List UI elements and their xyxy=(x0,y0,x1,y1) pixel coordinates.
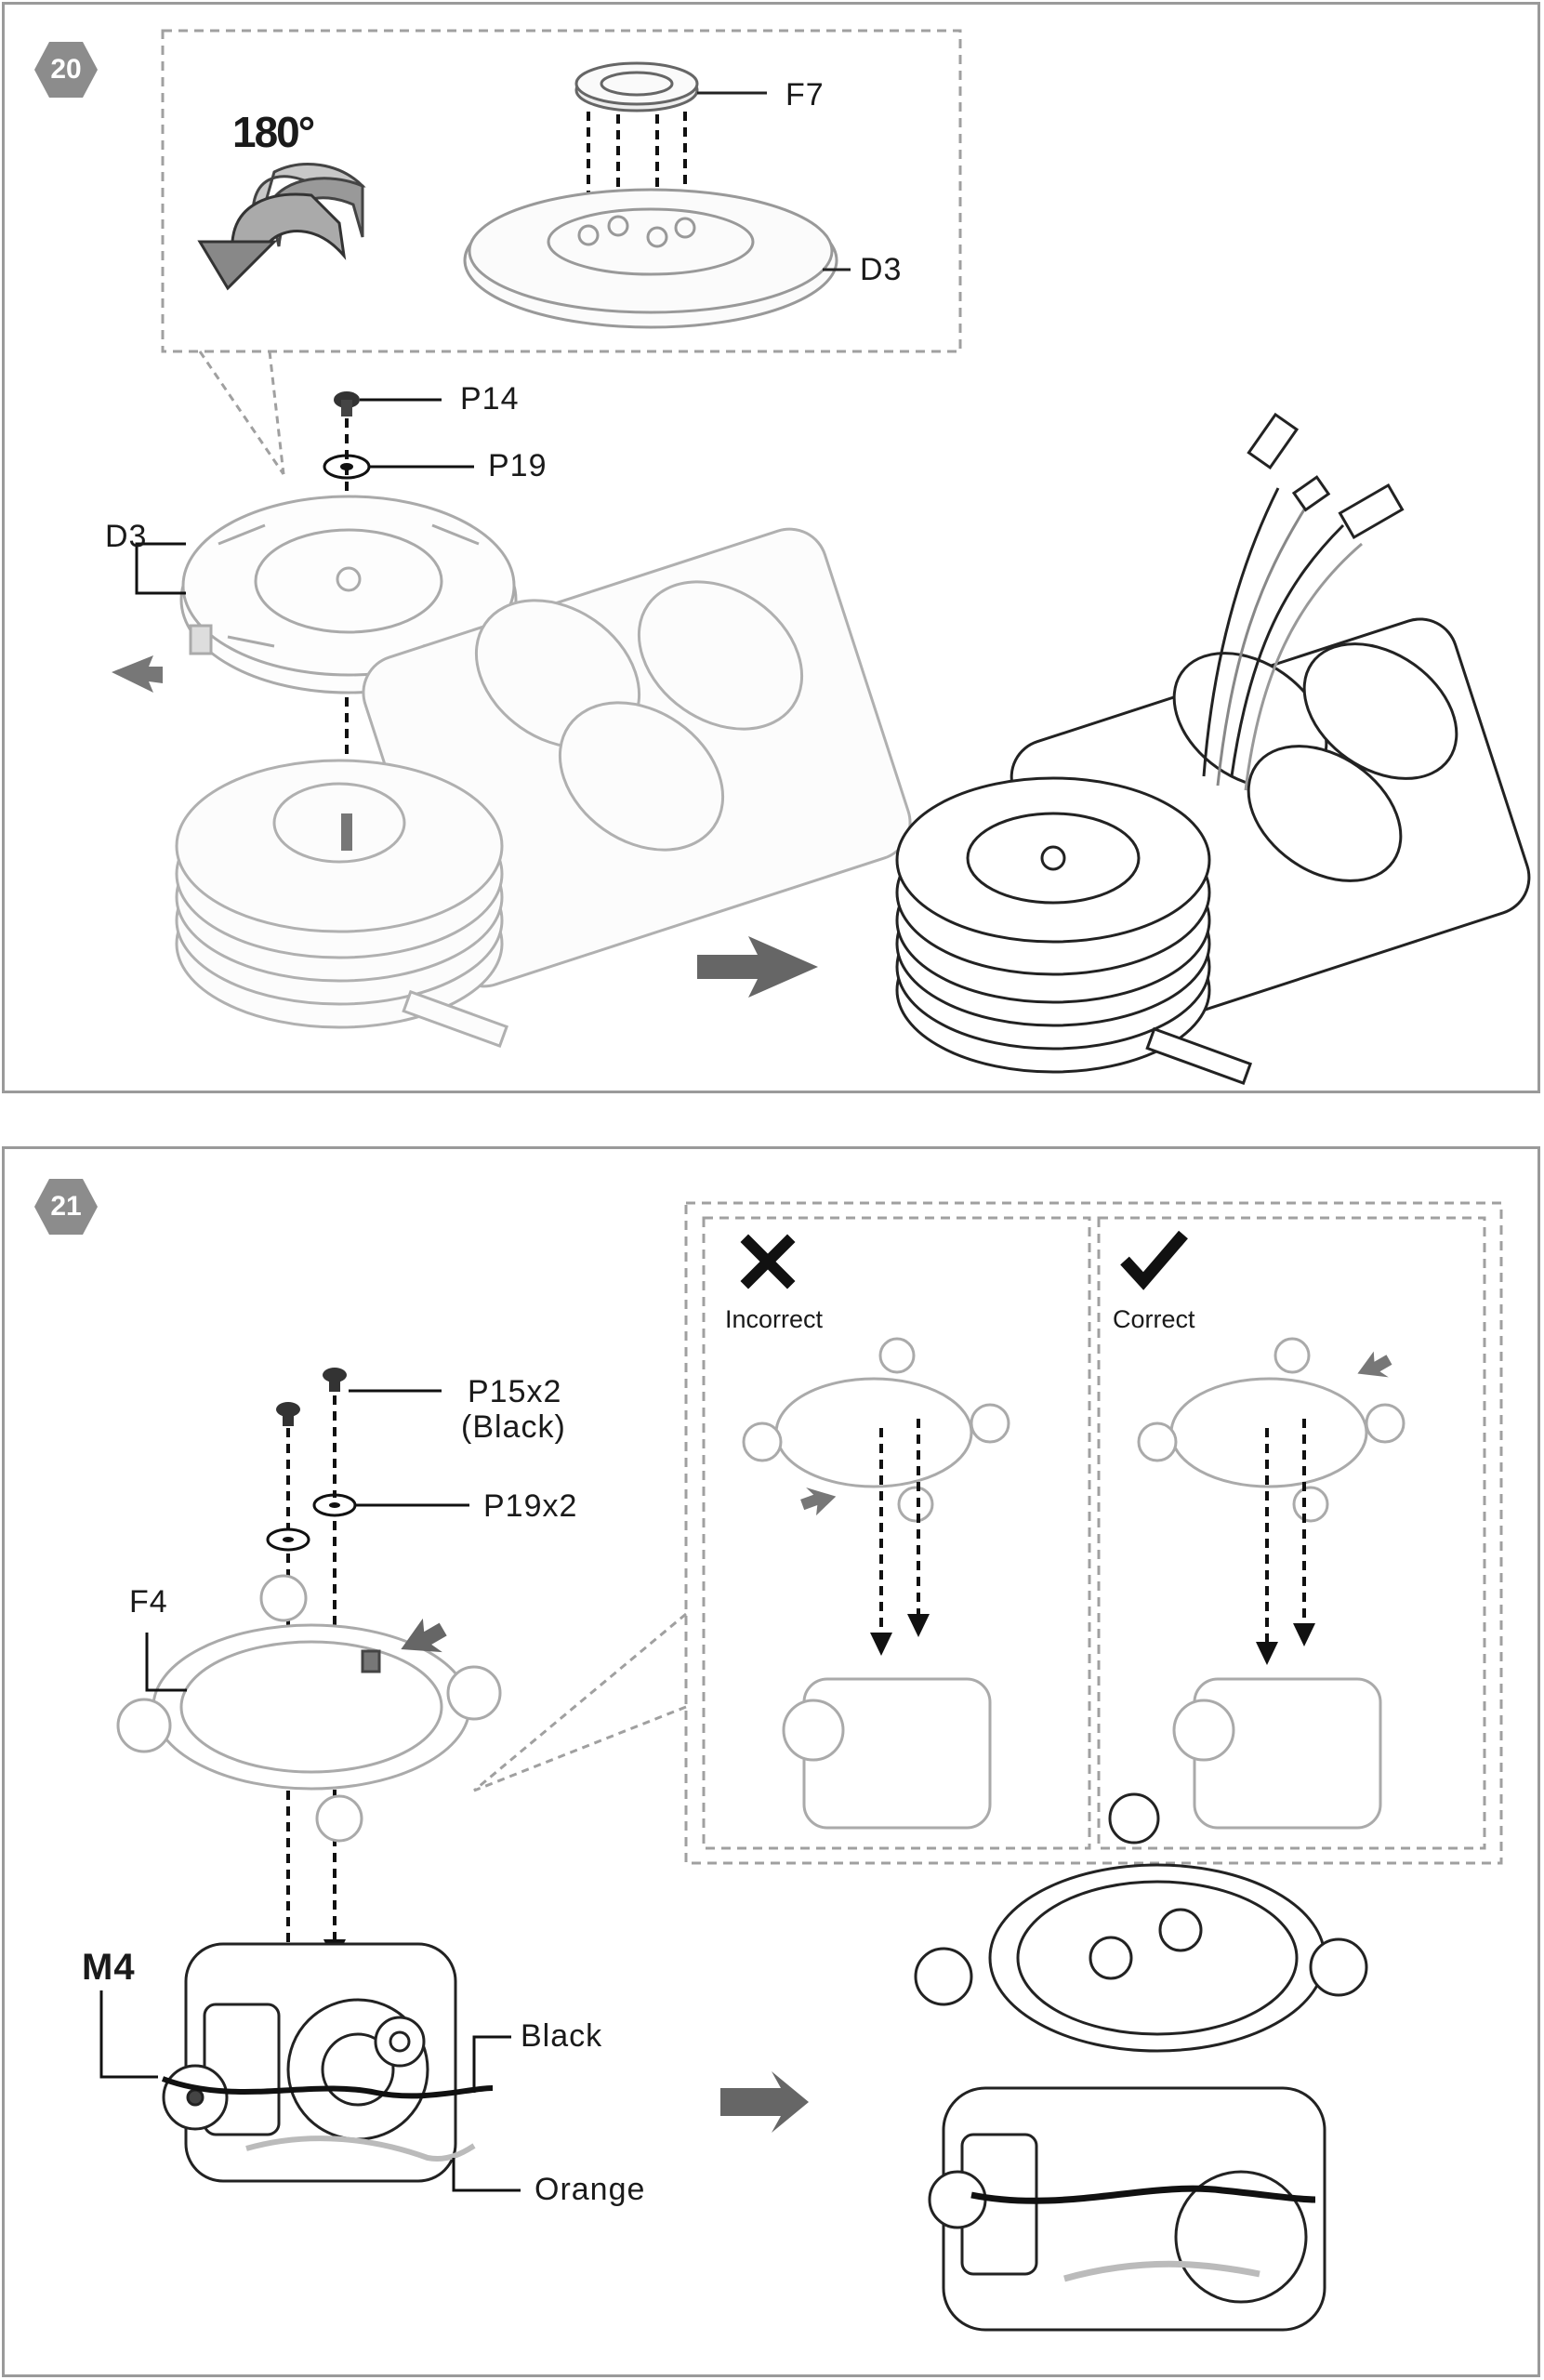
right-arrow-icon xyxy=(697,936,818,998)
p15-screws xyxy=(276,1368,347,1426)
check-icon xyxy=(1120,1230,1188,1290)
part-label-p19: P19 xyxy=(488,448,548,483)
f7-ring-part xyxy=(574,61,699,112)
part-label-f4: F4 xyxy=(129,1584,168,1620)
step-number: 21 xyxy=(50,1191,82,1222)
step-21-illustration xyxy=(99,1201,1503,2332)
correct-bracket xyxy=(1137,1337,1405,1830)
part-label-p14: P14 xyxy=(460,381,520,416)
step-number-badge: 20 xyxy=(33,40,99,99)
wire-label-black: Black xyxy=(521,2018,603,2054)
inset-frame xyxy=(161,29,962,353)
step-number-badge: 21 xyxy=(33,1177,99,1236)
part-label-m4: M4 xyxy=(82,1947,136,1988)
step-21-panel: 21 xyxy=(2,1146,1540,2377)
black-wire xyxy=(161,2076,494,2099)
p14-screw xyxy=(334,391,360,416)
step-20-illustration xyxy=(112,29,1531,1086)
p19-washers xyxy=(266,1493,357,1552)
incorrect-label: Incorrect xyxy=(725,1305,824,1333)
rotate-180-arrow-icon xyxy=(197,163,366,291)
d3-leader xyxy=(135,542,186,595)
wire-bundle xyxy=(1202,487,1363,791)
connector-plugs xyxy=(1247,412,1405,540)
slide-arrow-icon xyxy=(112,655,163,693)
finished-assembly xyxy=(895,617,1531,1086)
base-assembly-ghost xyxy=(175,527,912,1049)
cross-icon xyxy=(740,1234,796,1289)
incorrect-box xyxy=(702,1216,1091,1850)
inset-pointer xyxy=(198,350,285,475)
wire-label-orange: Orange xyxy=(534,2172,646,2207)
rotation-label: 180° xyxy=(232,108,315,156)
comparison-frame xyxy=(684,1201,1503,1865)
orange-wire xyxy=(245,2135,476,2162)
part-label-d3-inset: D3 xyxy=(860,252,903,287)
incorrect-bracket xyxy=(742,1337,1010,1830)
correct-box xyxy=(1097,1216,1486,1850)
gear-icon xyxy=(374,2016,426,2068)
step-number: 20 xyxy=(50,54,82,85)
part-label-f7: F7 xyxy=(785,77,825,112)
correct-label: Correct xyxy=(1113,1305,1195,1333)
part-label-p15: P15x2 xyxy=(468,1374,562,1409)
part-label-d3: D3 xyxy=(105,519,148,554)
d3-disc-inset xyxy=(463,188,838,329)
f4-bracket xyxy=(116,1574,502,1843)
right-arrow-icon xyxy=(720,2071,809,2133)
finished-motor-assembly xyxy=(914,1792,1368,2332)
part-label-p15-note: (Black) xyxy=(461,1409,566,1445)
step-20-panel: 20 xyxy=(2,2,1540,1093)
part-label-p19: P19x2 xyxy=(483,1488,578,1524)
